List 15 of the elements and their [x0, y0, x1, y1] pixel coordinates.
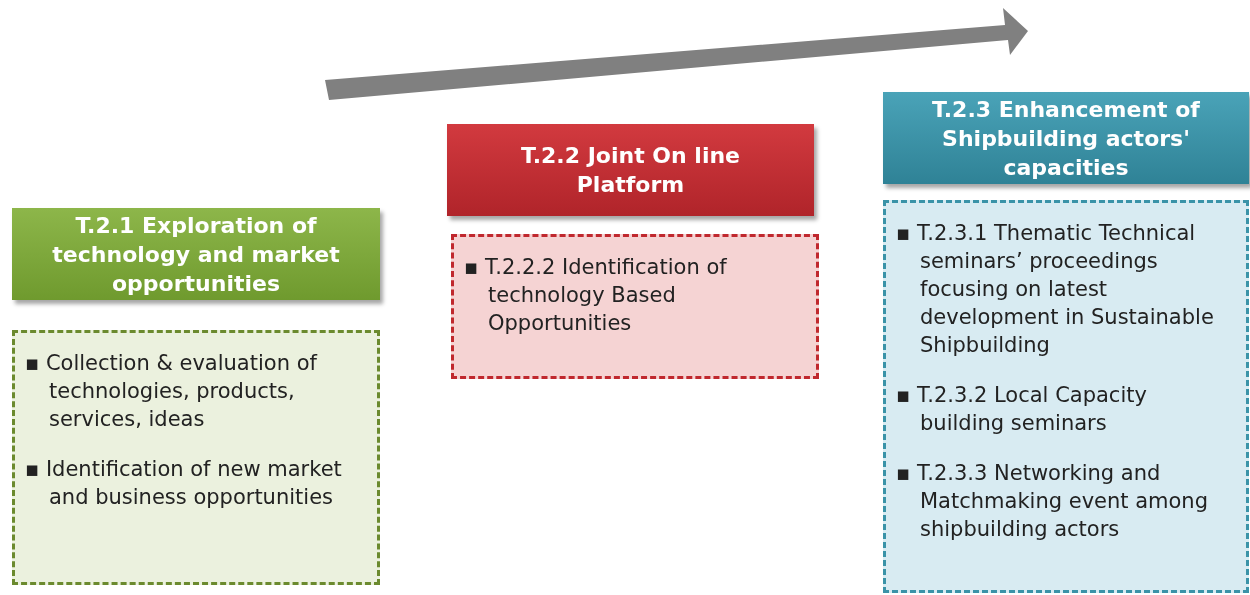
bullet-item: ▪ Identification of new market and business opportunities: [25, 456, 343, 511]
task-heading: [447, 124, 814, 216]
task-list-box: [883, 200, 1249, 593]
heading-text: T.2.2 Joint On line Platform: [520, 142, 741, 199]
task-list-box: [12, 330, 380, 585]
task-list-box: [451, 234, 819, 379]
bullet-item: ▪ T.2.3.1 Thematic Technical seminars’ proceedings focusing on latest development in Sustainable Shipbuilding: [896, 220, 1215, 359]
bullet-item: ▪ T.2.3.2 Local Capacity building seminars: [896, 382, 1148, 437]
bullet-item: ▪ Collection & evaluation of technologies, products, services, ideas: [25, 350, 319, 433]
heading-text: T.2.1 Exploration of technology and market opportunities: [51, 211, 341, 298]
bullet-item: ▪ T.2.2.2 Identification of technology Based Opportunities: [464, 254, 728, 337]
task-heading: [883, 92, 1249, 184]
bullet-item: ▪ T.2.3.3 Networking and Matchmaking event among shipbuilding actors: [896, 460, 1209, 543]
heading-text: T.2.3 Enhancement of Shipbuilding actors' capacities: [931, 95, 1201, 182]
task-heading: [12, 208, 380, 300]
